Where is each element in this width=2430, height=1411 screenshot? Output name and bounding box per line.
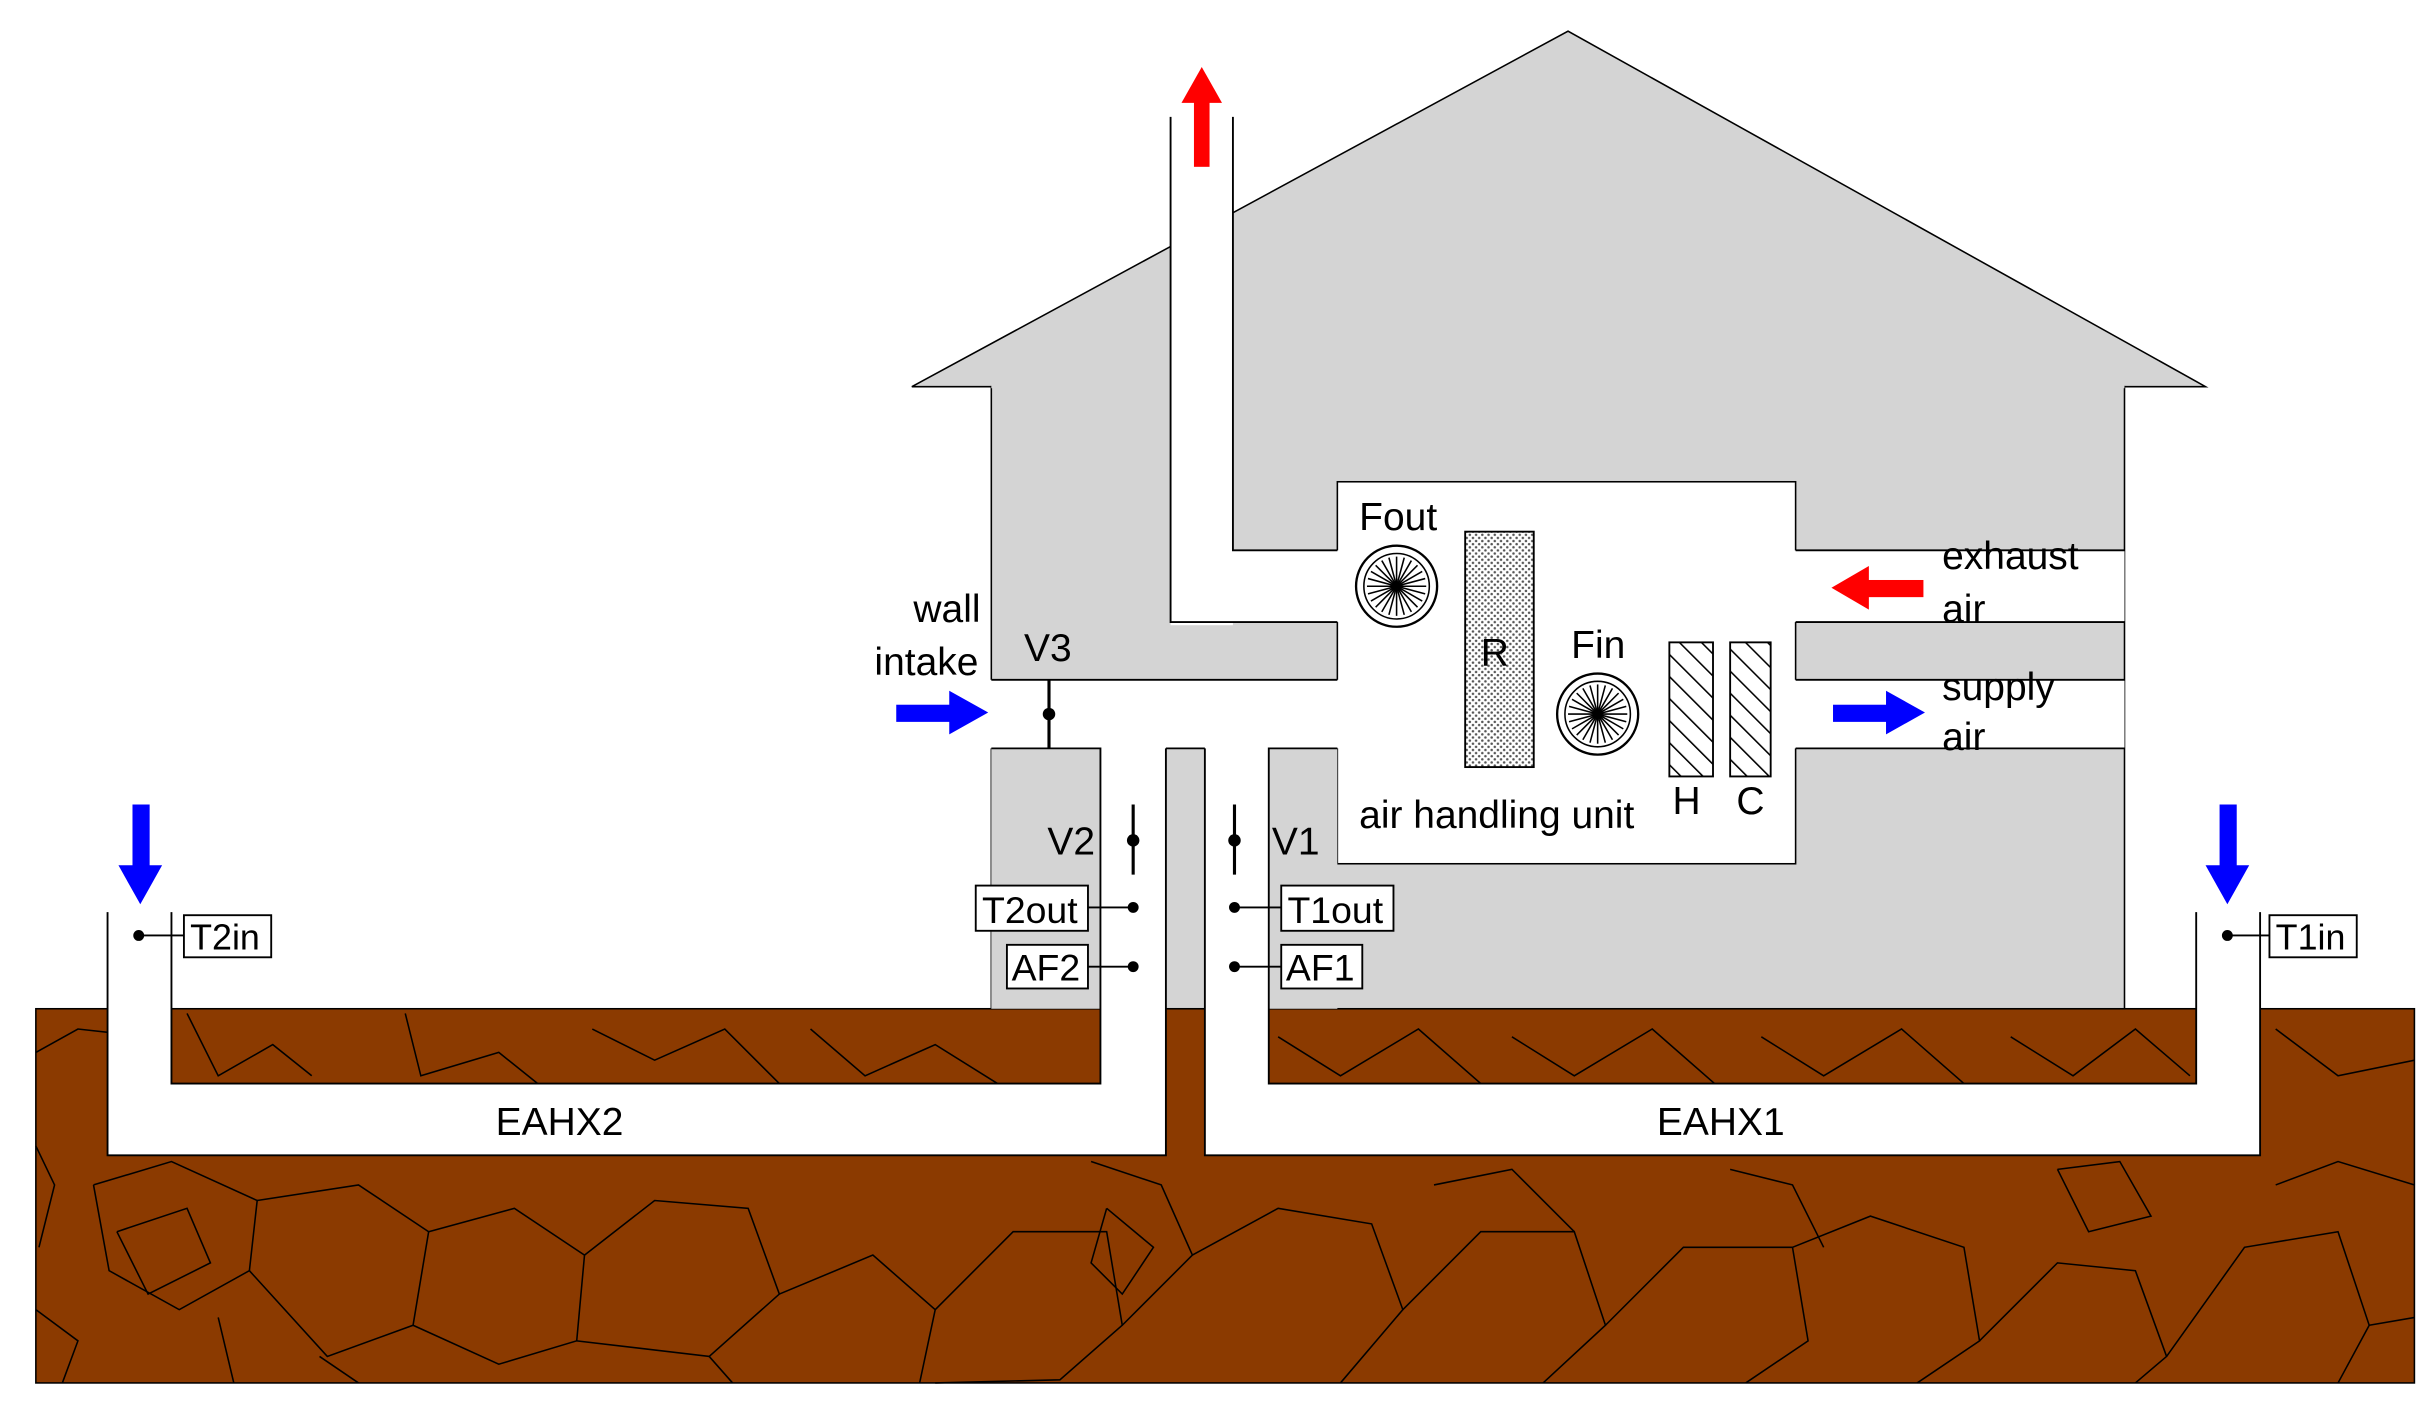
valve-icon — [1126, 804, 1140, 875]
fan-icon — [1555, 672, 1640, 756]
exhaust-label-line1: exhaust — [1942, 535, 2079, 578]
recuperator — [1464, 530, 1535, 769]
valve-icon — [1042, 679, 1056, 749]
exhaust-label-line2: air — [1942, 588, 1985, 631]
sensor-icon — [974, 884, 1139, 932]
v3-label: V3 — [1024, 627, 1072, 670]
t1out-label: T1out — [1287, 889, 1383, 931]
af2-label: AF2 — [1012, 947, 1081, 989]
heater-coil — [1668, 641, 1714, 778]
arrow-right-icon — [896, 690, 989, 735]
t1in-label: T1in — [2276, 917, 2346, 957]
arrow-down-icon — [118, 804, 163, 905]
cooler-coil — [1729, 641, 1772, 778]
sensor-icon — [2221, 914, 2358, 959]
wall-intake-label-line1: wall — [912, 588, 980, 631]
arrow-down-icon — [2205, 804, 2250, 905]
sensor-icon — [1005, 943, 1139, 990]
sensor-icon — [1229, 884, 1395, 932]
heater-label: H — [1672, 780, 1700, 823]
fan-in-label: Fin — [1571, 624, 1625, 667]
arrow-up-icon — [1181, 67, 1223, 167]
ahu-label: air handling unit — [1359, 794, 1634, 837]
air-handling-unit-box — [1336, 480, 1797, 865]
cooler-label: C — [1736, 780, 1764, 823]
ducts — [107, 116, 2261, 1156]
sensor-icon — [1229, 943, 1364, 990]
valve-icon — [1228, 804, 1241, 875]
af1-label: AF1 — [1286, 947, 1355, 989]
sensor-icon — [133, 914, 273, 959]
fan-icon — [1354, 544, 1439, 628]
v2-label: V2 — [1047, 820, 1095, 863]
recuperator-label: R — [1481, 632, 1509, 675]
v1-label: V1 — [1272, 820, 1320, 863]
wall-intake-label-line2: intake — [874, 641, 978, 684]
t2in-label: T2in — [190, 917, 260, 957]
eahx1-label: EAHX1 — [1657, 1101, 1785, 1144]
supply-label-line1: supply — [1942, 666, 2055, 709]
arrow-right-icon — [1833, 690, 1925, 735]
supply-label-line2: air — [1942, 716, 1985, 759]
eahx2-label: EAHX2 — [496, 1101, 624, 1144]
fan-out-label: Fout — [1359, 496, 1437, 539]
arrow-left-icon — [1831, 565, 1924, 610]
duct-outlines — [106, 116, 2262, 1157]
house-roof — [911, 30, 2209, 388]
t2out-label: T2out — [982, 889, 1078, 931]
